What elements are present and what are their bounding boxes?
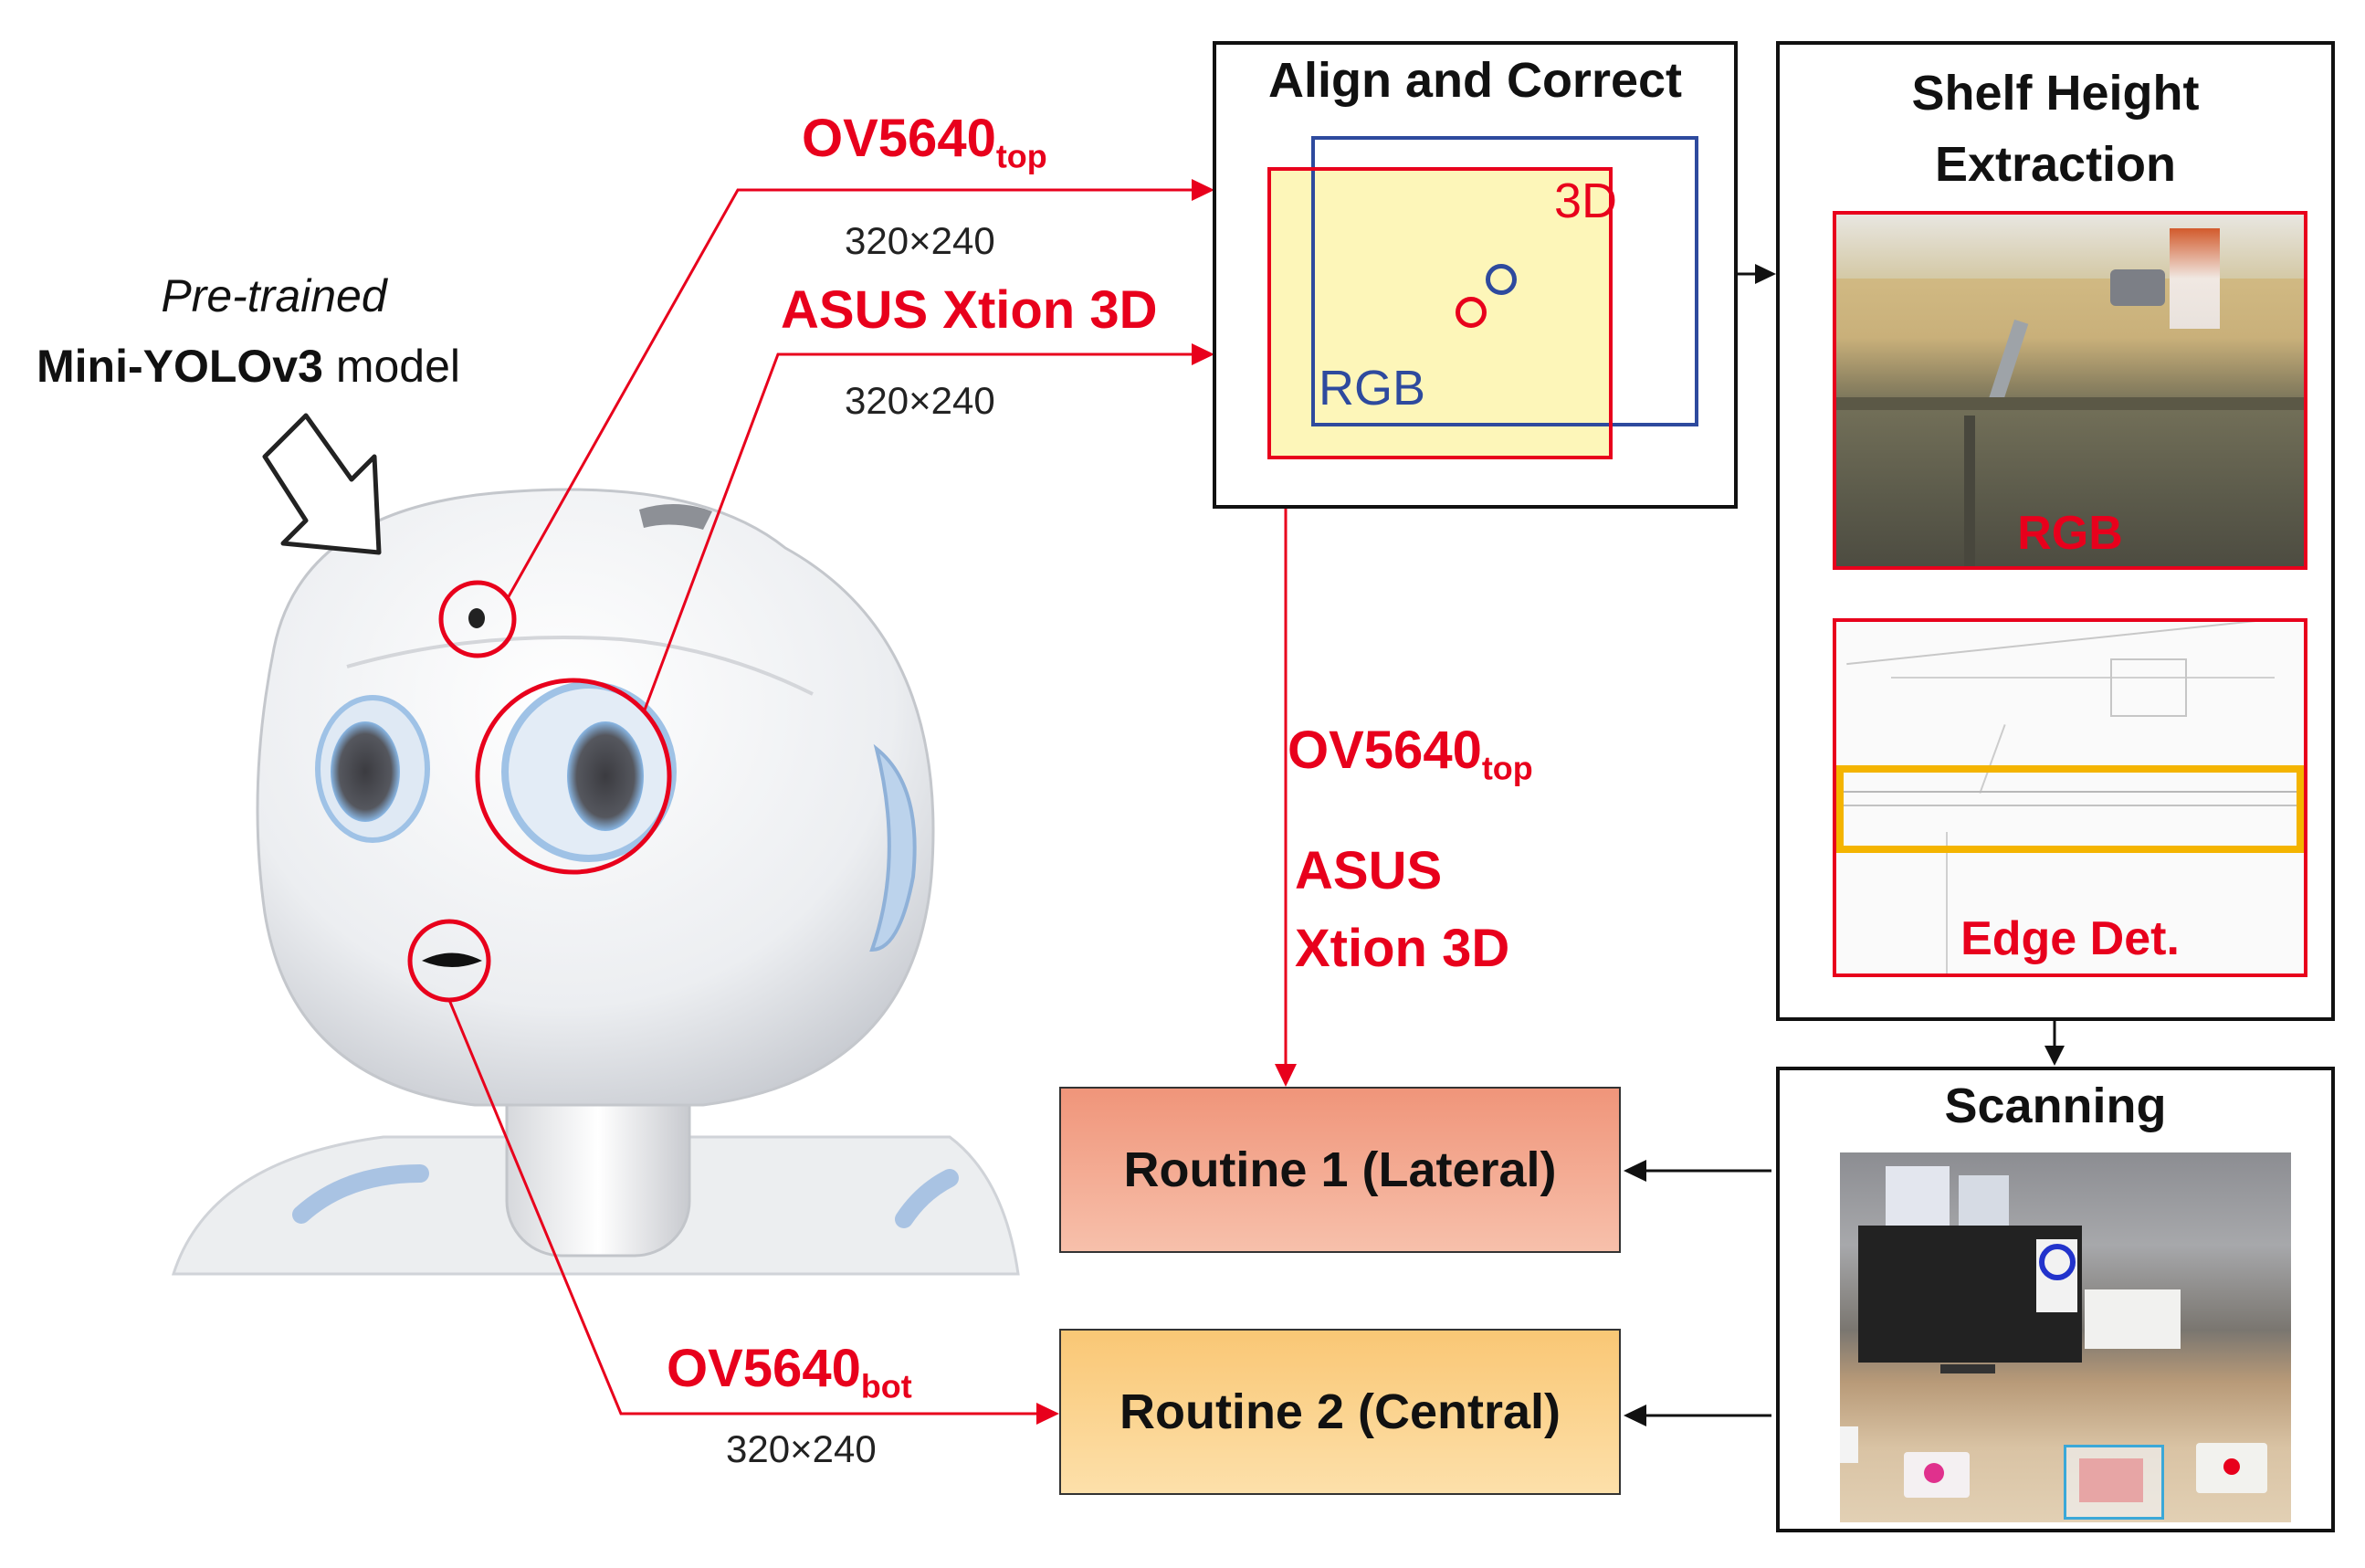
shelf-edge-image: Edge Det. [1833, 618, 2307, 977]
shelf-title-line1: Shelf Height [1911, 66, 2200, 121]
top-camera-marker [438, 580, 517, 658]
shelf-height-box: Shelf Height Extraction RGB Edge Det. [1776, 41, 2335, 1021]
model-suffix: model [322, 341, 460, 392]
depth-connector [642, 353, 1201, 713]
top-camera-connector [506, 188, 1201, 599]
align-correct-title: Align and Correct [1267, 53, 1683, 108]
bottom-camera-label: OV5640bot [667, 1339, 912, 1405]
model-caption-line2: Mini-YOLOv3 model [37, 340, 460, 393]
shelf-title-line2: Extraction [1934, 137, 2177, 192]
shelf-edge-label: Edge Det. [1960, 912, 2180, 965]
routine1-label: Routine 1 (Lateral) [1123, 1142, 1557, 1197]
red-point-icon [1456, 297, 1487, 328]
rgb-frame-label: RGB [1319, 361, 1426, 416]
depth-frame-label: 3D [1554, 174, 1618, 228]
overlap-fill [1267, 167, 1613, 459]
routine1-box: Routine 1 (Lateral) [1059, 1087, 1621, 1253]
depth-sensor-marker [475, 678, 672, 875]
top-camera-label: OV5640top [802, 109, 1047, 175]
scanning-box: Scanning [1776, 1067, 2335, 1532]
depth-camera-label: ASUS Xtion 3D [781, 280, 1158, 340]
routine2-label: Routine 2 (Central) [1119, 1384, 1561, 1439]
scanning-image [1840, 1152, 2291, 1522]
rgb-frame [1311, 136, 1698, 426]
bottom-camera-resolution: 320×240 [726, 1427, 877, 1470]
scanning-title: Scanning [1944, 1079, 2167, 1133]
mid-depth-label-line1: ASUS [1295, 841, 1443, 900]
shelf-rgb-image: RGB [1833, 211, 2307, 570]
mid-depth-label-line2: Xtion 3D [1295, 919, 1510, 978]
bottom-camera-connector [447, 999, 1041, 1415]
align-correct-box: Align and Correct 3D RGB [1213, 41, 1738, 509]
routine2-box: Routine 2 (Central) [1059, 1329, 1621, 1495]
model-pointer-arrow [262, 413, 382, 555]
depth-camera-resolution: 320×240 [845, 379, 995, 422]
blue-point-icon [1486, 264, 1517, 295]
model-name: Mini-YOLOv3 [37, 341, 323, 392]
top-camera-resolution: 320×240 [845, 219, 995, 262]
shelf-rgb-label: RGB [2017, 507, 2123, 560]
mid-top-camera-label: OV5640top [1288, 721, 1533, 787]
depth-frame [1267, 167, 1613, 459]
shelf-edge-highlight [1836, 765, 2304, 853]
model-caption-line1: Pre-trained [161, 270, 387, 321]
